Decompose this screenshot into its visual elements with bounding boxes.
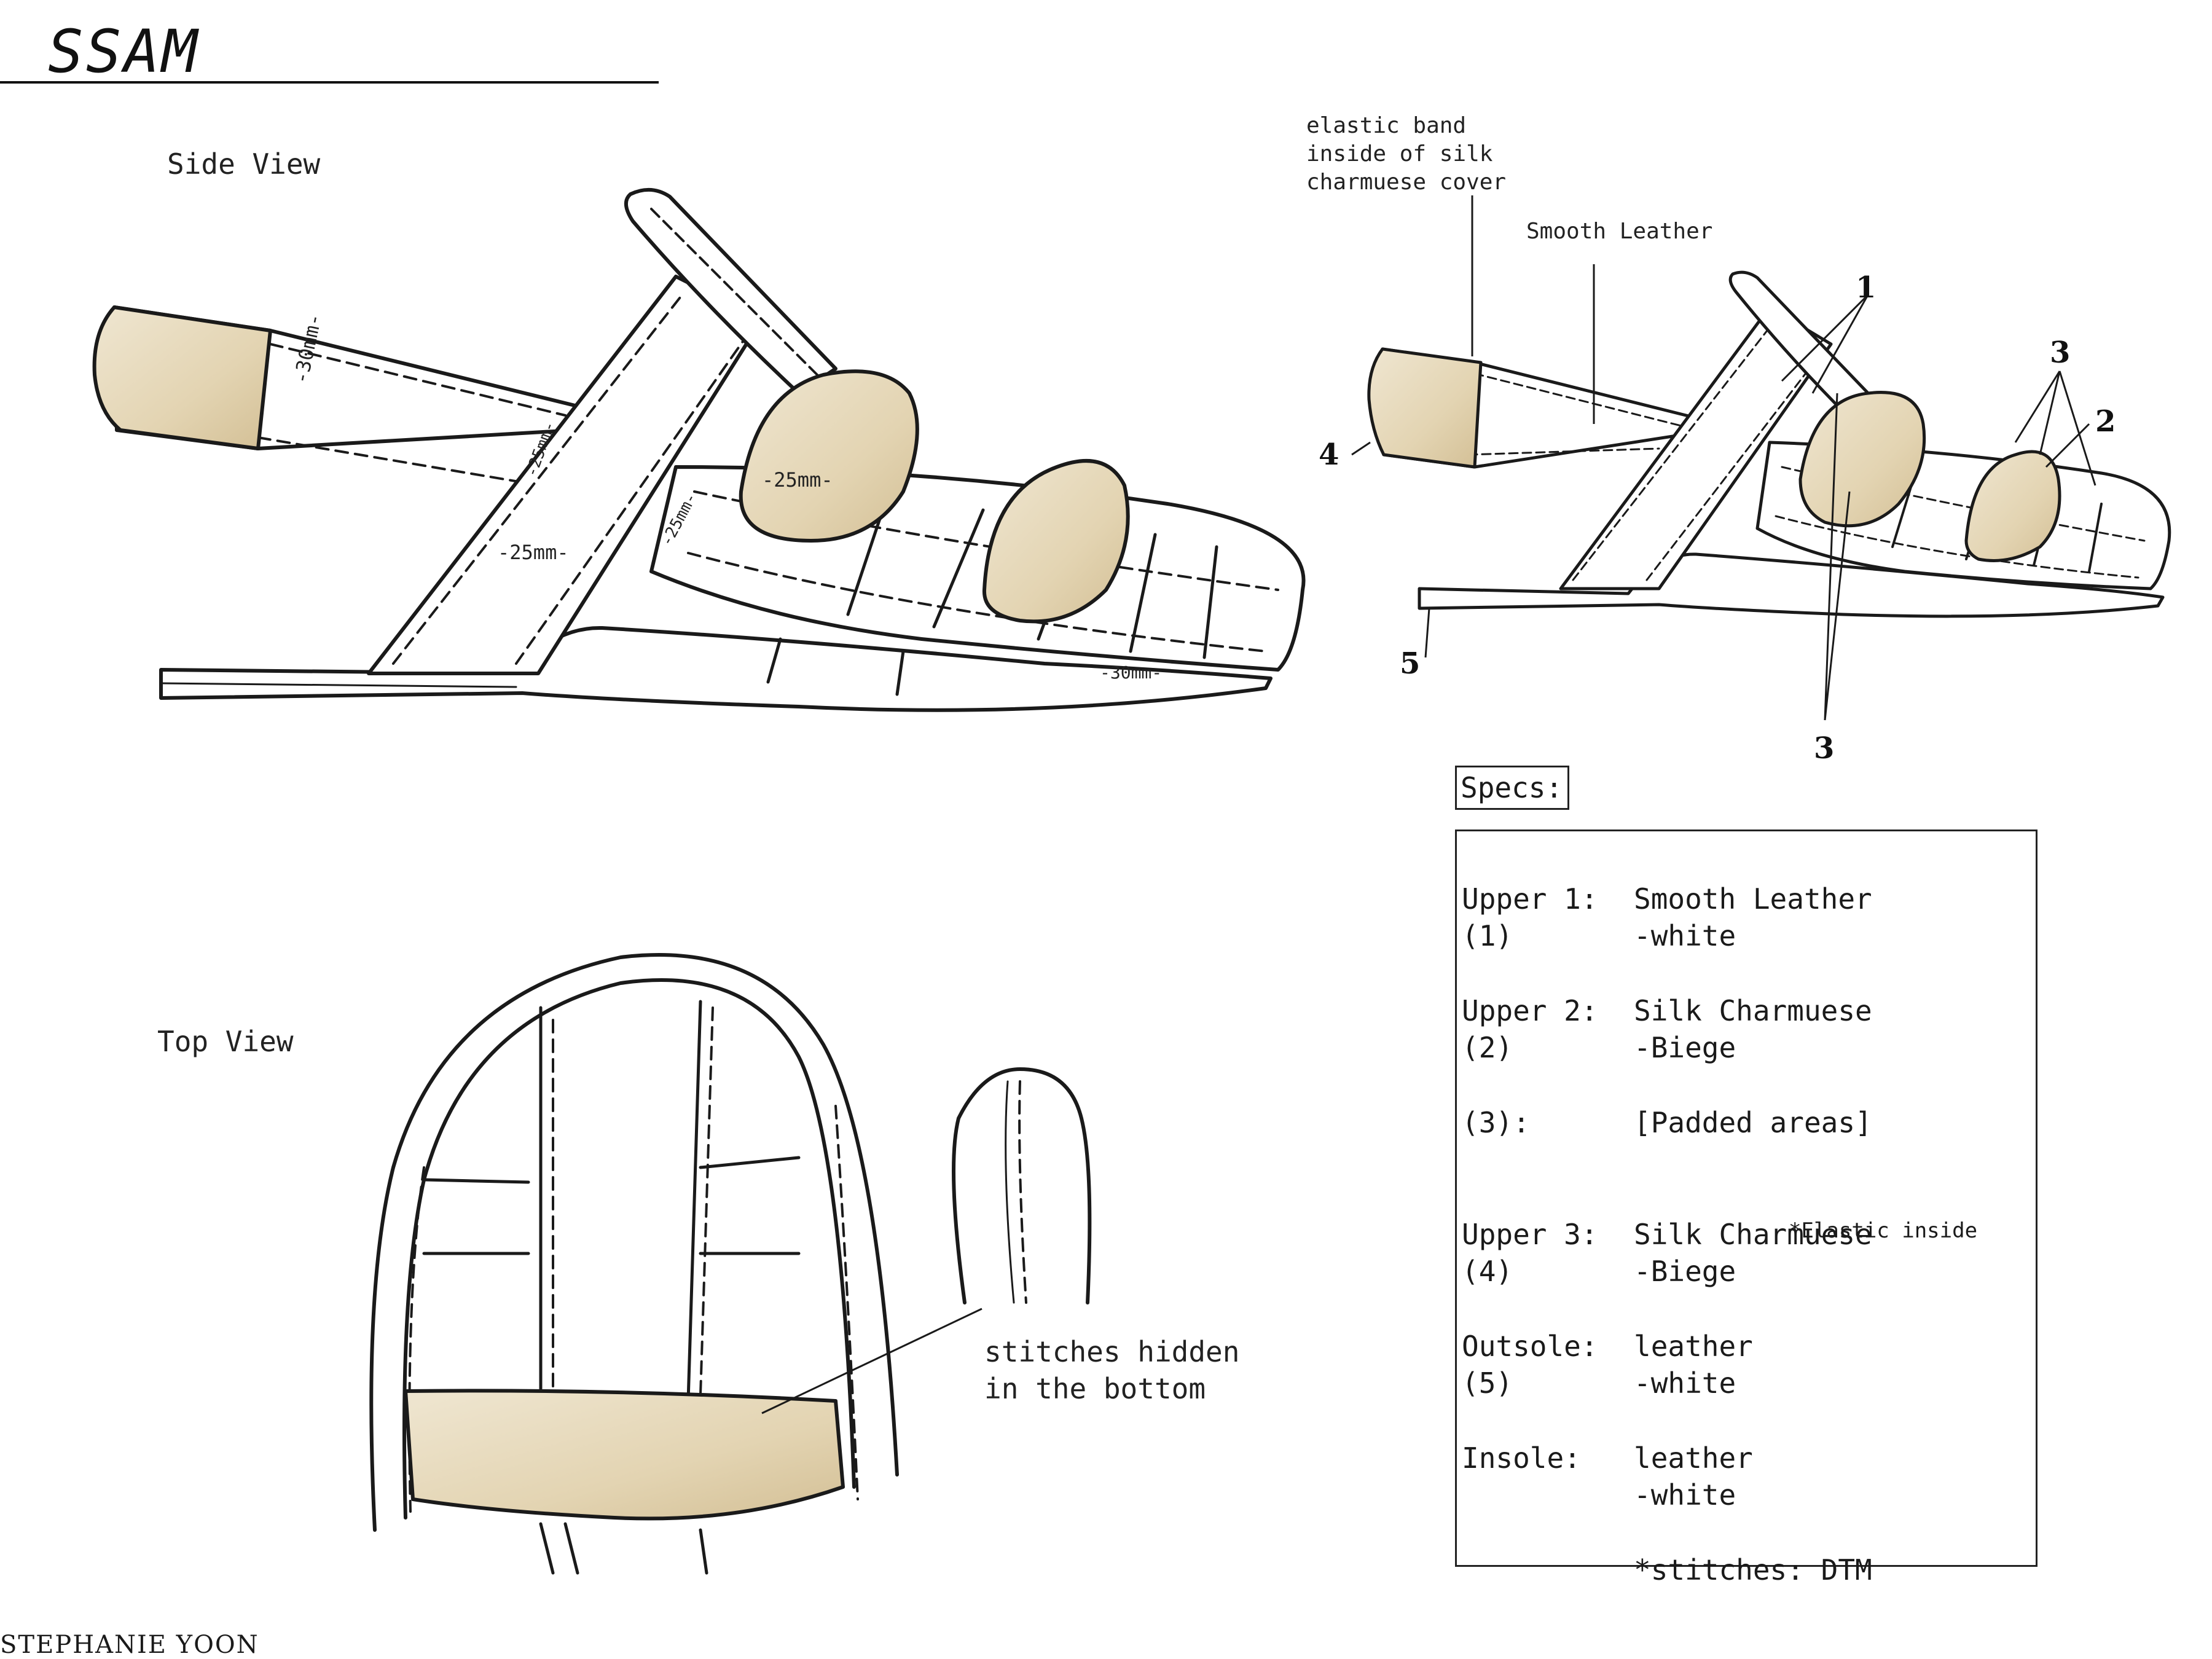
callout-leaders: [1351, 195, 2096, 721]
spec-row: (5)-white: [1462, 1367, 1736, 1400]
spec-row: (2)-Biege: [1462, 1031, 1736, 1064]
silk-cover-heel-small: [1367, 347, 1483, 469]
silk-cover-heel: [92, 305, 272, 450]
spec-row: Outsole:leather: [1462, 1330, 1753, 1363]
padded-roll-2: [982, 459, 1130, 624]
top-view-drawing: [369, 953, 899, 1575]
outsole-small: [1418, 552, 2165, 618]
padded-roll-small-2: [1964, 450, 2061, 562]
spec-row: *stitches: DTM: [1634, 1553, 1872, 1586]
outsole: [159, 626, 1273, 712]
specs-box: Upper 1:Smooth Leather (1)-white Upper 2…: [1455, 830, 2037, 1586]
spec-row: (4)-Biege: [1462, 1255, 1736, 1288]
top-outline-outer: [369, 953, 899, 1532]
callout-1: 1: [1856, 270, 1877, 305]
specs-heading: Specs:: [1455, 766, 1569, 810]
annotation-stitches-hidden: stitches hidden in the bottom: [984, 1335, 1240, 1405]
page-title: SSAM: [48, 17, 200, 86]
side-view-drawing: [92, 187, 1306, 712]
annotation-smooth-leather: Smooth Leather: [1526, 219, 1713, 244]
callout-3-bottom: 3: [1814, 731, 1835, 766]
toe-post-strap-small: [1728, 270, 1876, 420]
annotation-elastic-band: elastic band inside of silk charmuese co…: [1306, 113, 1507, 195]
elastic-inside-note: *Elastic inside: [1789, 1218, 1978, 1243]
spec-row: Upper 2:Silk Charmuese: [1462, 994, 1872, 1027]
dim-30-heel: -30mm-: [1100, 662, 1163, 683]
spec-row: Insole:leather: [1462, 1441, 1753, 1475]
padded-roll-small-1: [1798, 391, 1926, 528]
spec-row: -white: [1634, 1478, 1736, 1512]
padded-roll-1: [739, 369, 919, 543]
spec-row: Upper 3:Silk Charmuese: [1462, 1218, 1872, 1251]
callout-3-top: 3: [2050, 335, 2071, 370]
callout-4: 4: [1319, 437, 1339, 472]
dim-25-b: -25mm-: [498, 541, 569, 564]
stitches-leader: [761, 1308, 982, 1414]
top-silk-band: [404, 1389, 845, 1521]
spec-row: Upper 1:Smooth Leather: [1462, 882, 1872, 916]
designer-name: STEPHANIE YOON: [0, 1631, 259, 1659]
dim-25-c: -25mm-: [762, 468, 833, 492]
title-underline: [0, 81, 659, 84]
callout-2: 2: [2095, 404, 2116, 439]
instep-strap-small: [1559, 305, 1833, 590]
side-view-callout-drawing: [1367, 270, 2171, 618]
top-outline-inner: [402, 978, 856, 1520]
spec-row: (3):[Padded areas]: [1462, 1106, 1872, 1139]
callout-5: 5: [1400, 646, 1421, 681]
toe-post-strap: [624, 187, 837, 395]
top-view-label: Top View: [157, 1025, 294, 1058]
side-view-label: Side View: [167, 147, 321, 181]
spec-row: (1)-white: [1462, 919, 1736, 952]
toe-post-top: [952, 1067, 1092, 1304]
